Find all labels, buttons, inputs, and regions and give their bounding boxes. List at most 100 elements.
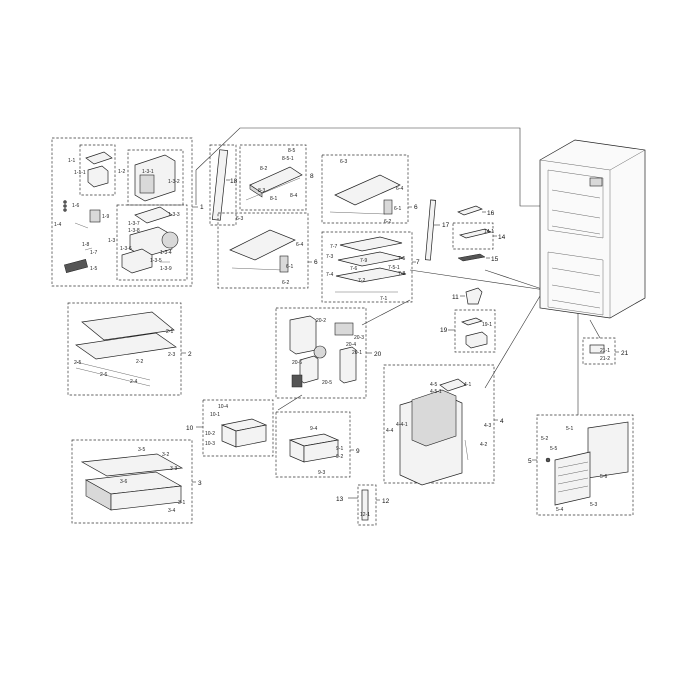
group-21-number: 21 <box>621 350 629 357</box>
group-13-number: 13 <box>336 496 344 503</box>
group-15-number: 15 <box>491 256 499 263</box>
group-6-number: 6 <box>414 204 418 211</box>
part-label: 9-2 <box>336 454 343 460</box>
part-label: 5-5 <box>550 446 557 452</box>
part-label: 3-6 <box>120 479 127 485</box>
part-label: 2-5 <box>74 360 81 366</box>
group-16-number: 16 <box>487 210 495 217</box>
group-5-evaporator: 5 5-1 5-2 5-3 5-4 5-5 5-6 <box>528 414 634 516</box>
part-label: 21-2 <box>600 356 610 362</box>
part-label: 2-6 <box>100 372 107 378</box>
part-label: 2-3 <box>168 352 175 358</box>
part-label: 1-3-7 <box>128 221 140 227</box>
group-7-number: 7 <box>416 259 420 266</box>
part-label: 7-3 <box>326 254 333 260</box>
part-label: 5-3 <box>590 502 597 508</box>
part-label: 21-1 <box>600 348 610 354</box>
part-label: 3-5 <box>138 447 145 453</box>
part-label: 1-3-8 <box>128 228 140 234</box>
part-label: 6-3 <box>340 159 347 165</box>
part-label: 7-4 <box>326 272 333 278</box>
part-label: 4-5 <box>430 382 437 388</box>
part-label: 1-3-9 <box>160 266 172 272</box>
part-label: 1-2 <box>118 169 125 175</box>
part-label: 7-1 <box>380 296 387 302</box>
part-label: 4-5-1 <box>430 389 442 395</box>
part-label: 1-3-5 <box>150 258 162 264</box>
group-19-number: 19 <box>440 327 448 334</box>
part-label: 8-3 <box>258 188 265 194</box>
part-label: 8-1 <box>270 196 277 202</box>
part-label: 6-1 <box>394 206 401 212</box>
part-label: 10-1 <box>210 412 220 418</box>
group-10-bin: 10 10-1 10-2 10-3 10-4 <box>186 399 274 457</box>
part-label: 8-5 <box>288 148 295 154</box>
part-label: 2-1 <box>166 329 173 335</box>
part-label: 14-1 <box>484 229 494 235</box>
group-2-number: 2 <box>188 351 192 358</box>
refrigerator-cabinet <box>539 139 646 319</box>
part-label: 6-1 <box>286 264 293 270</box>
group-5-number: 5 <box>528 458 532 465</box>
part-label: 20-1 <box>352 350 362 356</box>
group-4-door: 4 4-1 4-2 4-3 4-4 4-4-1 4-5 4-5-1 <box>383 364 504 486</box>
part-label: 1-5 <box>90 266 97 272</box>
part-label: 1-6 <box>72 203 79 209</box>
part-label: 1-4 <box>54 222 61 228</box>
part-label: 7-5-1 <box>388 265 400 271</box>
part-label: 7-2 <box>358 278 365 284</box>
part-label: 6-2 <box>282 280 289 286</box>
group-10-number: 10 <box>186 425 194 432</box>
part-label: 1-1 <box>68 158 75 164</box>
part-label: 2-4 <box>130 379 137 385</box>
part-label: 20-6 <box>292 360 302 366</box>
part-label: 7-5 <box>398 256 405 262</box>
group-2-panel: 2 2-1 2-2 2-3 2-4 2-5 2-6 <box>67 302 192 396</box>
group-15-part: 15 <box>457 253 499 263</box>
group-12-number: 12 <box>382 498 390 505</box>
part-label: 19-1 <box>482 322 492 328</box>
group-17-number: 17 <box>442 222 450 229</box>
group-6-shelf-lower: 6 6-3 6-4 6-1 6-2 <box>217 212 318 289</box>
part-label: 4-4-1 <box>396 422 408 428</box>
part-label: 10-4 <box>218 404 228 410</box>
part-label: 6-4 <box>396 186 403 192</box>
part-label: 8-5-1 <box>282 156 294 162</box>
group-9-number: 9 <box>356 448 360 455</box>
part-label: 10-3 <box>205 441 215 447</box>
group-18-number: 18 <box>230 178 238 185</box>
part-label: 4-4 <box>386 428 393 434</box>
part-label: 1-3-1 <box>142 169 154 175</box>
group-16-part: 16 <box>457 205 495 217</box>
part-label: 3-4 <box>168 508 175 514</box>
group-8-number: 8 <box>310 173 314 180</box>
part-label: 7-8 <box>398 271 405 277</box>
part-label: 12-1 <box>360 512 370 518</box>
part-label: 3-3 <box>170 466 177 472</box>
part-label: 4-2 <box>480 442 487 448</box>
part-label: 6-3 <box>236 216 243 222</box>
part-label: 5-4 <box>556 507 563 513</box>
group-6-number: 6 <box>314 259 318 266</box>
leader-lines <box>195 127 601 415</box>
part-label: 5-1 <box>566 426 573 432</box>
group-9-bin: 9 9-1 9-2 9-3 9-4 <box>275 411 360 478</box>
part-label: 5-6 <box>600 474 607 480</box>
part-label: 3-2 <box>162 452 169 458</box>
part-label: 8-2 <box>260 166 267 172</box>
part-label: 20-5 <box>322 380 332 386</box>
group-4-number: 4 <box>500 418 504 425</box>
group-11-part: 11 <box>452 287 483 305</box>
part-label: 20-2 <box>316 318 326 324</box>
part-label: 9-4 <box>310 426 317 432</box>
part-label: 1-3-4 <box>160 250 172 256</box>
group-6-shelf-upper: 6 6-3 6-4 6-1 6-2 <box>321 154 418 225</box>
part-label: 7-9 <box>360 258 367 264</box>
group-1-number: 1 <box>200 204 204 211</box>
part-label: 7-7 <box>330 244 337 250</box>
part-label: 20-3 <box>354 335 364 341</box>
group-20-assembly: 20 20-1 20-2 20-3 20-4 20-5 20-6 <box>275 307 382 399</box>
part-label: 1-9 <box>102 214 109 220</box>
part-label: 1-3-6 <box>120 246 132 252</box>
